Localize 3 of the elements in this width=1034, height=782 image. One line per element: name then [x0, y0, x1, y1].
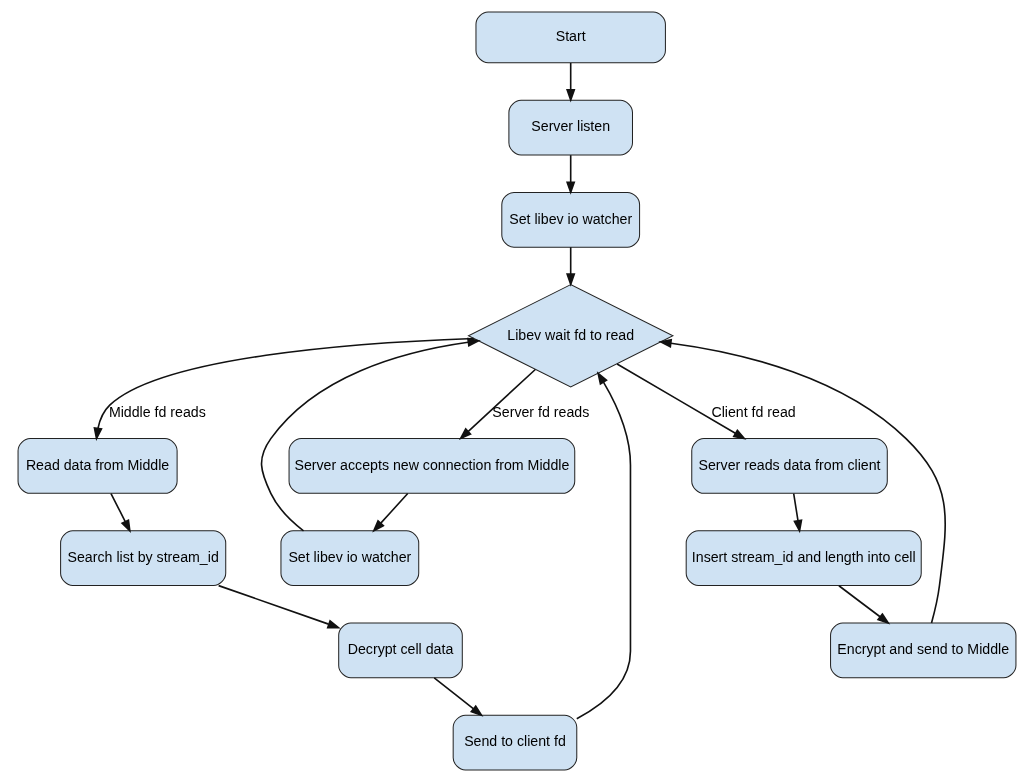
edge-label: Client fd read — [711, 403, 796, 420]
edge-label: Middle fd reads — [108, 403, 206, 420]
edge-label: Server fd reads — [492, 403, 590, 420]
